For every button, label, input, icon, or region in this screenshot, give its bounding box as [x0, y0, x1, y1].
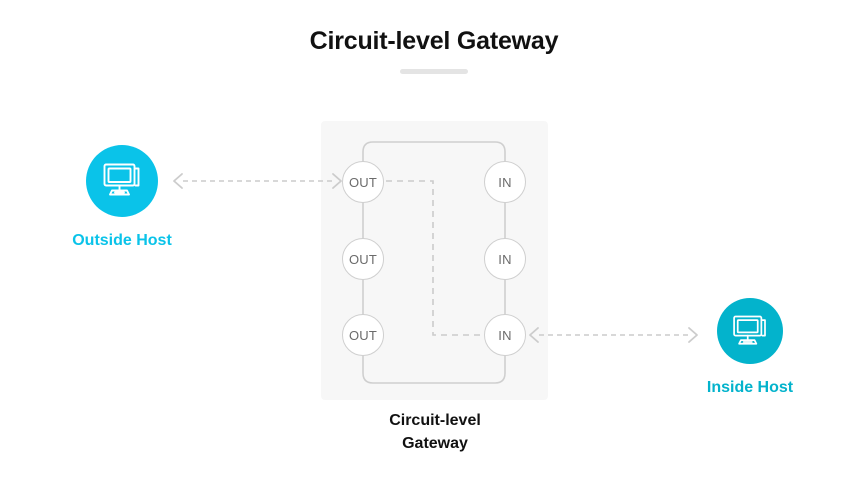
node-out-2-label: OUT	[348, 251, 378, 267]
node-out-3-label: OUT	[348, 327, 378, 343]
outside-host-circle	[86, 145, 158, 217]
title-underline-rule	[400, 69, 468, 74]
node-in-3-label: IN	[498, 327, 512, 343]
inside-host-label: Inside Host	[706, 379, 794, 396]
node-out-2[interactable]: OUT	[342, 238, 384, 280]
inside-host-circle	[717, 298, 783, 364]
outside-host-node[interactable]: Outside Host	[32, 145, 212, 250]
node-in-2-label: IN	[498, 251, 512, 267]
desktop-monitor-icon	[733, 315, 766, 345]
desktop-monitor-icon	[103, 163, 140, 196]
gateway-caption-line-1: Circuit-level	[389, 412, 481, 429]
gateway-caption: Circuit-level Gateway	[345, 409, 525, 455]
inside-host-node[interactable]: Inside Host	[660, 298, 840, 397]
node-in-3[interactable]: IN	[484, 314, 526, 356]
node-in-1[interactable]: IN	[484, 161, 526, 203]
outside-host-label: Outside Host	[72, 232, 172, 249]
page-title: Circuit-level Gateway	[309, 27, 559, 55]
title-block: Circuit-level Gateway	[0, 24, 868, 74]
node-in-1-label: IN	[498, 174, 512, 190]
gateway-caption-line-2: Gateway	[402, 435, 468, 452]
node-in-2[interactable]: IN	[484, 238, 526, 280]
node-out-1[interactable]: OUT	[342, 161, 384, 203]
node-out-3[interactable]: OUT	[342, 314, 384, 356]
node-out-1-label: OUT	[348, 174, 378, 190]
